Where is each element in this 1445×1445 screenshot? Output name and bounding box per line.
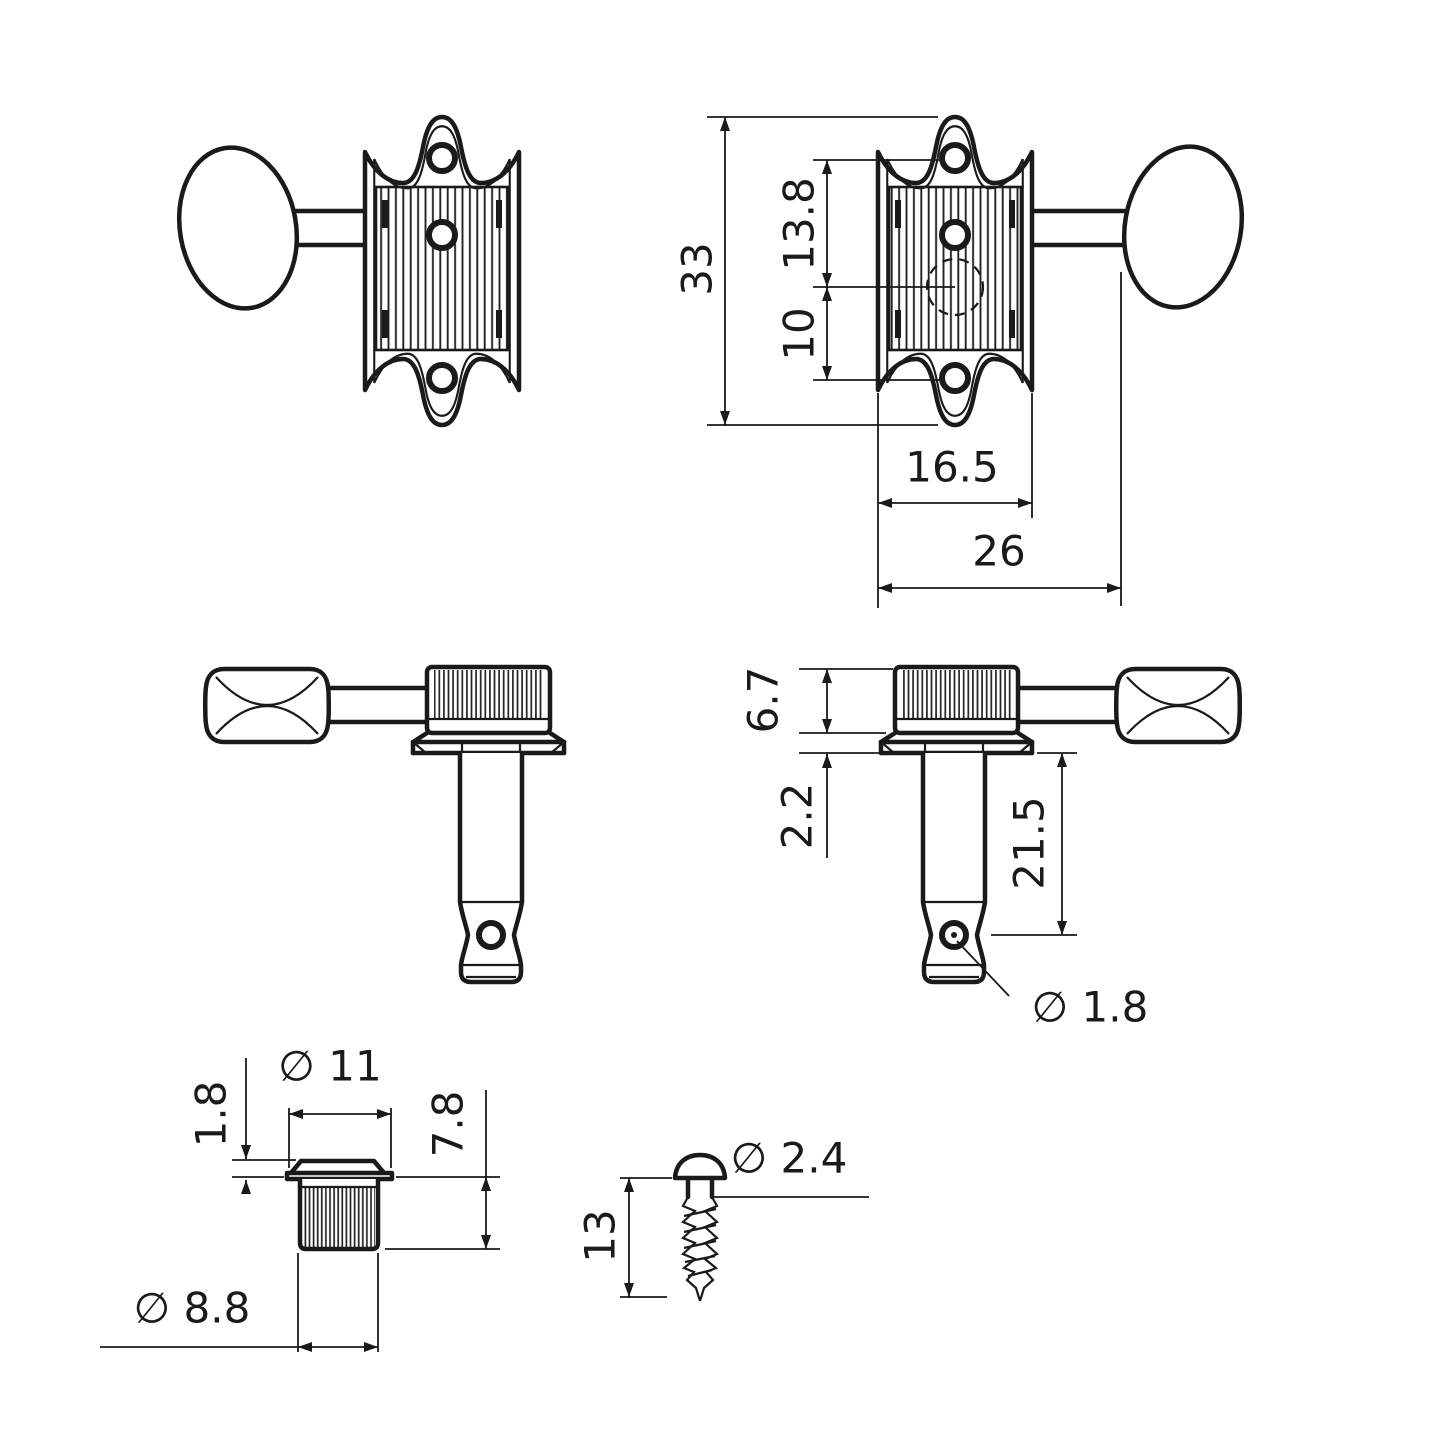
dim-post-to-bottom-hole: 10 (775, 307, 824, 360)
dim-housing-height: 6.7 (739, 667, 788, 734)
screw-hole-bottom (426, 362, 458, 394)
bushing-flange (284, 1170, 395, 1182)
dim-bushing-body-dia: ∅ 8.8 (134, 1284, 251, 1333)
bushing-view (284, 1158, 395, 1252)
screw-thread (680, 1196, 720, 1302)
front-view-right (878, 117, 1245, 425)
mounting-collar (410, 730, 567, 756)
gear-cover-plate (887, 185, 1023, 352)
dim-overall-height: 33 (673, 242, 722, 295)
dim-post-length: 21.5 (1005, 796, 1054, 890)
front-view-left (176, 117, 519, 425)
bushing-dome (288, 1158, 387, 1176)
dim-overall-width: 26 (972, 527, 1025, 576)
screw-view (672, 1152, 728, 1302)
dim-bushing-body-height: 7.8 (424, 1091, 473, 1158)
bushing-dimensions: ∅ 11 1.8 7.8 ∅ 8.8 (100, 1042, 500, 1352)
dim-string-hole-dia: ∅ 1.8 (1032, 983, 1149, 1032)
dim-screw-length: 13 (576, 1209, 625, 1262)
worm-gear-hole (939, 219, 971, 251)
string-hole (476, 920, 506, 950)
string-post (920, 753, 988, 985)
screw-hole-top (939, 142, 971, 174)
gear-cover-plate (374, 185, 510, 352)
screw-hole-top (426, 142, 458, 174)
side-view-dimensions: 6.7 2.2 21.5 ∅ 1.8 (739, 667, 1149, 1032)
mounting-collar (878, 730, 1035, 756)
dim-collar-height: 2.2 (773, 783, 822, 850)
tuner-button-oval (1121, 144, 1245, 310)
screw-dimensions: 13 ∅ 2.4 (576, 1134, 869, 1298)
tuner-button-oval (176, 145, 300, 311)
screw-hole-bottom (939, 362, 971, 394)
dim-bushing-flange-dia: ∅ 11 (278, 1042, 381, 1091)
side-view-right (878, 664, 1240, 985)
front-view-dimensions: 33 13.8 10 16.5 26 (673, 116, 1122, 608)
screw-head (672, 1152, 728, 1181)
dim-bushing-flange-height: 1.8 (187, 1081, 236, 1148)
string-post (457, 753, 525, 985)
side-view-left (205, 664, 567, 985)
dim-plate-width: 16.5 (905, 443, 999, 492)
dim-top-hole-to-post: 13.8 (775, 177, 824, 271)
dim-screw-thread-dia: ∅ 2.4 (731, 1134, 848, 1183)
worm-gear-hole (426, 219, 458, 251)
string-hole-center (951, 932, 957, 938)
